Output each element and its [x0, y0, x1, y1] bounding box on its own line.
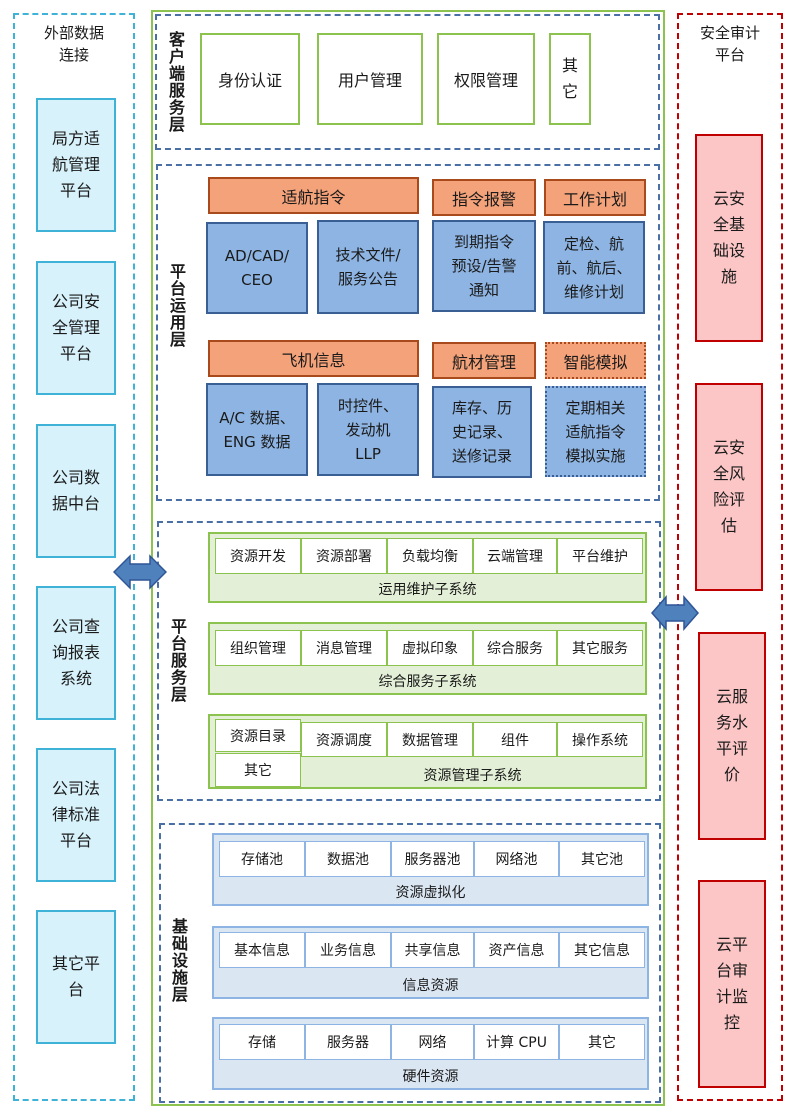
subsystem-cell: 资源开发 — [215, 538, 301, 574]
ops-box-maint-plan: 定检、航 前、航后、 维修计划 — [543, 221, 645, 314]
infrastructure-layer — [159, 823, 661, 1103]
subsystem-cell: 消息管理 — [301, 630, 387, 666]
left-item-5: 公司法 律标准 平台 — [36, 748, 116, 882]
right-item-1: 云安 全基 础设 施 — [695, 134, 763, 342]
subsystem-cell: 综合服务 — [473, 630, 557, 666]
ops-box-ac-eng-data: A/C 数据、 ENG 数据 — [206, 383, 308, 476]
subsystem-caption: 综合服务子系统 — [378, 674, 477, 690]
infra-cell: 业务信息 — [305, 932, 391, 968]
external-data-panel — [13, 13, 135, 1101]
ops-layer-title: 平台运用层 — [167, 262, 186, 348]
service-layer-title: 平台服务层 — [168, 617, 187, 703]
right-item-3: 云服 务水 平评 价 — [698, 632, 766, 840]
infra-cell: 数据池 — [305, 841, 391, 877]
subsystem-cell: 虚拟印象 — [387, 630, 473, 666]
infra-caption: 资源虚拟化 — [395, 885, 466, 901]
subsystem-cell: 其它 — [215, 753, 301, 787]
client-item-auth: 身份认证 — [200, 33, 300, 125]
ops-box-simulation: 定期相关 适航指令 模拟实施 — [545, 386, 646, 477]
infra-cell: 其它信息 — [559, 932, 645, 968]
right-item-2: 云安 全风 险评 估 — [695, 383, 763, 591]
ops-box-inventory: 库存、历 史记录、 送修记录 — [432, 386, 532, 478]
infra-caption: 信息资源 — [402, 978, 459, 994]
client-item-users: 用户管理 — [317, 33, 423, 125]
left-item-3: 公司数 据中台 — [36, 424, 116, 558]
infra-cell: 存储 — [219, 1024, 305, 1060]
infra-cell: 基本信息 — [219, 932, 305, 968]
right-double-arrow-icon — [651, 595, 699, 631]
subsystem-cell: 操作系统 — [557, 722, 643, 757]
ops-header-alarm: 指令报警 — [432, 179, 536, 216]
platform-ops-layer — [156, 164, 660, 501]
external-data-title: 外部数据 连接 — [43, 24, 104, 64]
ops-header-simulation: 智能模拟 — [545, 342, 646, 379]
subsystem-cell: 云端管理 — [473, 538, 557, 574]
ops-box-tech-docs: 技术文件/ 服务公告 — [317, 220, 419, 314]
ops-box-due-alarm: 到期指令 预设/告警 通知 — [432, 220, 536, 312]
ops-header-workplan: 工作计划 — [544, 179, 646, 216]
infra-layer-title: 基础设施层 — [169, 917, 188, 1003]
left-item-6: 其它平 台 — [36, 910, 116, 1044]
subsystem-cell: 平台维护 — [557, 538, 643, 574]
infra-cell: 存储池 — [219, 841, 305, 877]
security-audit-panel — [677, 13, 783, 1101]
platform-service-layer — [157, 521, 661, 801]
left-item-1: 局方适 航管理 平台 — [36, 98, 116, 232]
client-item-other: 其 它 — [549, 33, 591, 125]
left-item-4: 公司查 询报表 系统 — [36, 586, 116, 720]
subsystem-cell: 资源目录 — [215, 719, 301, 752]
subsystem-cell: 资源调度 — [301, 722, 387, 757]
subsystem-caption: 资源管理子系统 — [423, 768, 522, 784]
infra-cell: 其它池 — [559, 841, 645, 877]
infra-cell: 服务器池 — [391, 841, 474, 877]
subsystem-cell: 数据管理 — [387, 722, 473, 757]
ops-box-llp: 时控件、 发动机 LLP — [317, 383, 419, 476]
ops-header-material: 航材管理 — [432, 342, 536, 379]
client-service-layer — [155, 14, 660, 150]
infra-cell: 计算 CPU — [474, 1024, 559, 1060]
infra-caption: 硬件资源 — [402, 1069, 459, 1085]
client-layer-title: 客户端服务层 — [166, 31, 185, 133]
infra-cell: 网络 — [391, 1024, 474, 1060]
right-item-4: 云平 台审 计监 控 — [698, 880, 766, 1088]
ops-header-aircraft: 飞机信息 — [208, 340, 419, 377]
left-double-arrow-icon — [113, 554, 167, 590]
subsystem-cell: 资源部署 — [301, 538, 387, 574]
infra-cell: 网络池 — [474, 841, 559, 877]
infra-cell: 服务器 — [305, 1024, 391, 1060]
client-item-permissions: 权限管理 — [437, 33, 535, 125]
subsystem-cell: 组织管理 — [215, 630, 301, 666]
ops-box-ad-cad-ceo: AD/CAD/ CEO — [206, 222, 308, 314]
subsystem-cell: 其它服务 — [557, 630, 643, 666]
subsystem-cell: 负载均衡 — [387, 538, 473, 574]
ops-header-ad: 适航指令 — [208, 177, 419, 214]
infra-cell: 共享信息 — [391, 932, 474, 968]
subsystem-cell: 组件 — [473, 722, 557, 757]
infra-cell: 其它 — [559, 1024, 645, 1060]
subsystem-caption: 运用维护子系统 — [378, 582, 477, 598]
infra-cell: 资产信息 — [474, 932, 559, 968]
security-audit-title: 安全审计 平台 — [699, 24, 760, 64]
left-item-2: 公司安 全管理 平台 — [36, 261, 116, 395]
